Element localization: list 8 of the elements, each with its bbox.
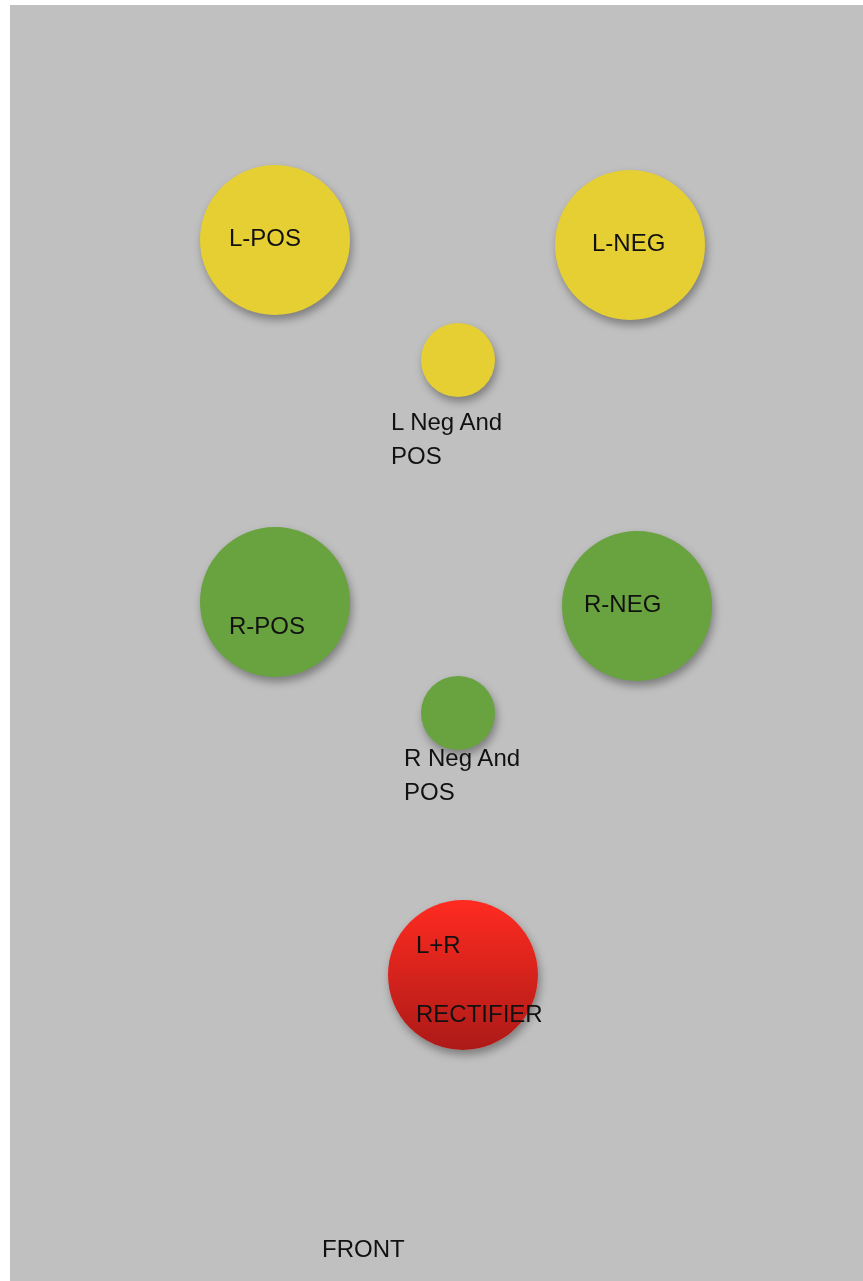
node-label: L-NEG (592, 228, 666, 258)
node-label: R Neg And POS (404, 743, 522, 807)
node-label: L Neg And POS (391, 407, 504, 471)
node-label: R-NEG (584, 589, 662, 619)
node-label: L+R (416, 930, 461, 960)
node-label: L-POS (229, 223, 302, 253)
direction-label: FRONT (322, 1235, 405, 1263)
node-label: R-POS (229, 611, 305, 641)
